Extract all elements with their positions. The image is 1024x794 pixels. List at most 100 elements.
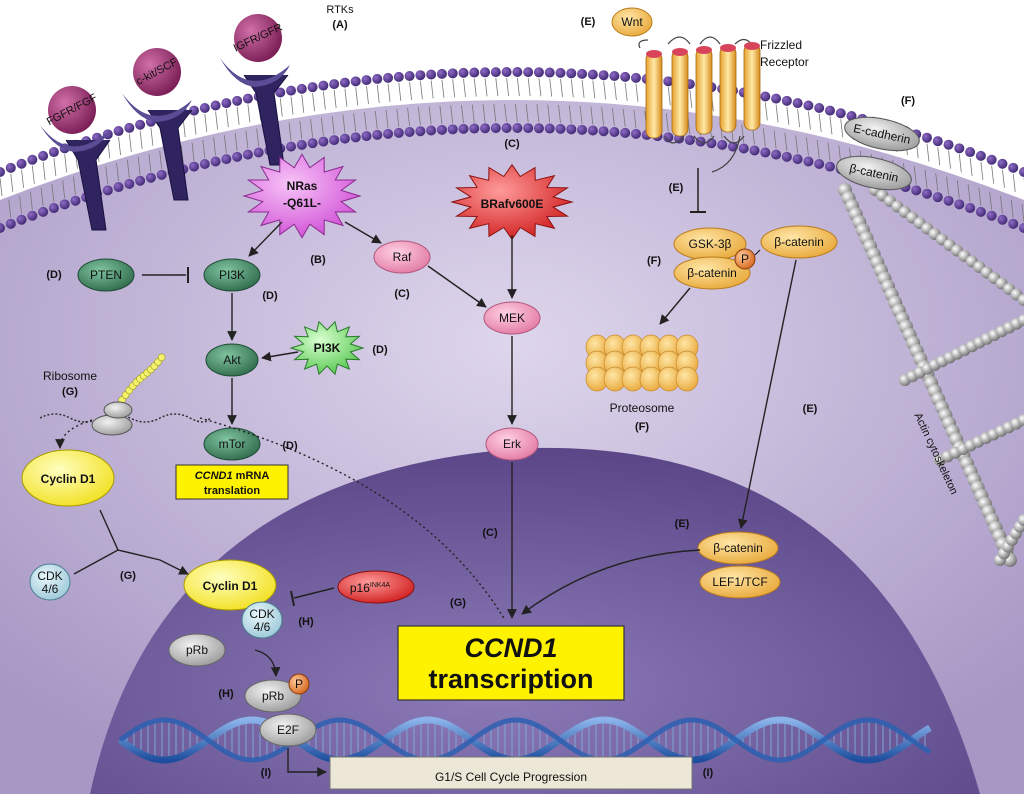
pi3k-node bbox=[203, 258, 261, 292]
bcat-phos-link bbox=[754, 249, 761, 256]
gsk-label: GSK-3β bbox=[689, 237, 732, 251]
p16-inhib-bar bbox=[290, 590, 295, 607]
ribosome-large-subunit bbox=[103, 401, 133, 419]
pi3k-tag: (D) bbox=[262, 290, 278, 302]
arrow-raf-mek bbox=[427, 265, 487, 308]
translation-ccnd1: CCND1 bbox=[195, 470, 233, 482]
cdk-nuc-label-1: CDK bbox=[249, 607, 274, 621]
actin-cytoskeleton bbox=[838, 183, 1024, 567]
translation-box bbox=[175, 464, 289, 500]
bcat-complex-node bbox=[673, 256, 751, 290]
mrna-strand bbox=[39, 413, 211, 423]
nras-burst bbox=[242, 153, 362, 239]
arrow-cdk-assembly bbox=[73, 549, 119, 575]
raf-label: Raf bbox=[393, 250, 412, 264]
pi3k-mutant-tag: (D) bbox=[372, 344, 388, 356]
nras-tag: (B) bbox=[310, 254, 326, 266]
cyclin-d1-cyto-node bbox=[21, 449, 115, 507]
nras-label-1: NRas bbox=[287, 179, 318, 193]
dotted-path-tag: (G) bbox=[450, 597, 466, 609]
g1s-label: G1/S Cell Cycle Progression bbox=[435, 770, 587, 784]
pi3k-label: PI3K bbox=[219, 268, 245, 282]
g1s-tag-right: (I) bbox=[703, 767, 714, 779]
ribosome-label: Ribosome bbox=[43, 369, 97, 383]
prb-label: pRb bbox=[186, 643, 208, 657]
bcat-free-label: β-catenin bbox=[774, 235, 824, 249]
g1s-box bbox=[329, 756, 693, 790]
dotted-mtor-transcription bbox=[199, 417, 506, 621]
ecadherin-node bbox=[844, 116, 920, 152]
peptide-chain bbox=[118, 353, 166, 404]
mek-node bbox=[483, 301, 541, 335]
braf-burst bbox=[450, 163, 574, 241]
bcat-path-tag: (E) bbox=[803, 403, 818, 415]
braf-label: BRafv600E bbox=[481, 197, 544, 211]
rtk-fgfr: FGFR/FGF bbox=[40, 86, 111, 231]
arrow-nras-raf bbox=[344, 221, 382, 244]
p16-node bbox=[337, 570, 415, 604]
cyclin-d1-nuc-label: Cyclin D1 bbox=[203, 579, 258, 593]
proteosome-tag: (F) bbox=[635, 421, 649, 433]
cdk-nuc-node bbox=[241, 601, 283, 639]
erk-node bbox=[485, 427, 539, 461]
cdk-assembly-tag: (G) bbox=[120, 570, 136, 582]
bcat-nuc-label: β-catenin bbox=[713, 541, 763, 555]
lef-node bbox=[699, 565, 781, 599]
prb-phospho-node bbox=[288, 673, 310, 695]
bcat-nuc-tag: (E) bbox=[675, 518, 690, 530]
rtk-ckit: c-kit/SCF bbox=[122, 48, 193, 201]
pten-tag: (D) bbox=[46, 269, 62, 281]
frizzled-label-1: Frizzled bbox=[760, 38, 802, 52]
arrow-prb-phos bbox=[254, 649, 281, 677]
bcat-nuc-node bbox=[697, 531, 779, 565]
bcat-free-node bbox=[760, 225, 838, 259]
g1s-tag-left: (I) bbox=[261, 767, 272, 779]
p16-sup: INK4A bbox=[370, 582, 391, 589]
erk-tag: (C) bbox=[482, 527, 498, 539]
braf-tag: (C) bbox=[504, 138, 520, 150]
cyclin-d1-cyto-label: Cyclin D1 bbox=[41, 472, 96, 486]
mtor-tag: (D) bbox=[282, 440, 298, 452]
cdk-cyto-label-1: CDK bbox=[37, 569, 62, 583]
pten-label: PTEN bbox=[90, 268, 122, 282]
p16-text: p16 bbox=[350, 581, 370, 595]
mtor-label: mTor bbox=[219, 437, 246, 451]
cdk-cyto-label-2: 4/6 bbox=[42, 582, 59, 596]
frizzled-label-2: Receptor bbox=[760, 55, 809, 69]
nras-label-2: -Q61L- bbox=[283, 196, 321, 210]
arrow-e2f-g1s bbox=[287, 748, 327, 777]
cyclin-d1-nuc-node bbox=[183, 559, 277, 611]
erk-label: Erk bbox=[503, 437, 522, 451]
prb-node bbox=[168, 633, 226, 667]
bcat-membrane-node bbox=[836, 155, 912, 191]
prb-tag: (H) bbox=[218, 688, 234, 700]
p16-inhib-line bbox=[293, 587, 335, 599]
prb-phos-node bbox=[244, 679, 302, 713]
cdk-cyto-node bbox=[29, 563, 71, 601]
wnt-label: Wnt bbox=[621, 15, 643, 29]
e2f-label: E2F bbox=[277, 723, 299, 737]
phospho-node bbox=[734, 248, 756, 270]
akt-node bbox=[205, 343, 259, 377]
pi3k-mutant-label: PI3K bbox=[314, 341, 341, 355]
prb-phospho-label: P bbox=[295, 677, 303, 691]
transcription-box bbox=[397, 625, 625, 701]
wnt-inhib-tag: (E) bbox=[669, 182, 684, 194]
ribosome-tag: (G) bbox=[62, 386, 78, 398]
arrow-pi3k-mutant-akt bbox=[261, 351, 299, 362]
arrow-cyclin-assembly bbox=[99, 509, 189, 575]
frizzled-receptor bbox=[638, 36, 761, 173]
prb-phos-label: pRb bbox=[262, 689, 284, 703]
pi3k-mutant-burst bbox=[289, 320, 365, 376]
rtks-tag: (A) bbox=[332, 19, 348, 31]
rtk-igfr: IGFR/GFR bbox=[220, 14, 290, 166]
arrow-bcat-proteosome bbox=[659, 287, 691, 325]
ribosome-small-subunit bbox=[91, 414, 133, 436]
translation-text-1: CCND1 mRNA bbox=[195, 470, 270, 482]
arrow-bcat-transcription bbox=[521, 549, 701, 615]
cdk-nuc-label-2: 4/6 bbox=[254, 620, 271, 634]
pten-node bbox=[77, 258, 135, 292]
arrow-ribosome-cyclin bbox=[55, 419, 93, 449]
